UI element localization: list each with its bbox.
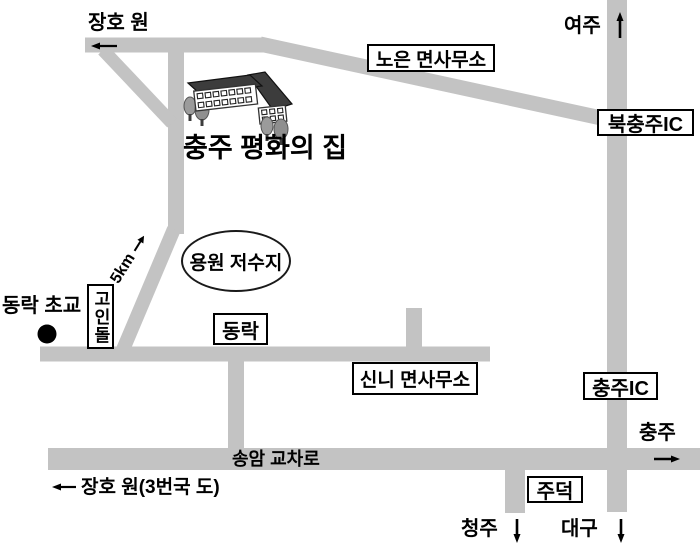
label-5km: 5km [107,231,151,287]
label-songam-junction: 송암 교차로 [232,449,320,469]
label-jangho-won-road3: 장호 원(3번국 도) [81,477,220,498]
arrow-up-yeoju-icon [616,12,624,38]
arrow-down-daegu-icon [617,519,625,543]
box-noeun-office: 노은 면사무소 [367,44,495,72]
arrow-5km-icon [133,235,145,252]
arrow-right-chungju-icon [654,455,680,463]
label-daegu: 대구 [561,518,598,540]
destination-title: 충주 평화의 집 [183,133,348,163]
roads [40,0,700,513]
road-top-diagonal [258,36,617,129]
arrow-down-cheongju-icon [513,519,521,543]
box-sinni-office: 신니 면사무소 [352,362,478,395]
box-judeok: 주덕 [527,476,583,503]
dongnak-elementary-dot [37,324,57,344]
direction-arrows [52,12,680,543]
label-yeoju: 여주 [564,15,601,37]
label-cheongju: 청주 [461,518,498,540]
label-dongnak-elementary: 동락 초교 [2,295,82,317]
box-chungju-ic: 충주IC [583,372,658,400]
label-jangho-won-top: 장호 원 [88,12,149,34]
road-reservoir-diagonal [115,226,181,355]
box-bukchungju-ic: 북충주IC [597,109,694,136]
building-illustration [183,71,294,145]
label-chungju: 충주 [639,422,676,444]
road-fork-diagonal [98,45,177,128]
yongwon-reservoir-ellipse: 용원 저수지 [181,230,291,292]
arrow-left-bottom-icon [52,483,76,491]
arrow-left-top-icon [91,42,117,50]
box-goindol: 고인돌 [87,284,114,349]
box-dongnak: 동락 [213,313,268,345]
